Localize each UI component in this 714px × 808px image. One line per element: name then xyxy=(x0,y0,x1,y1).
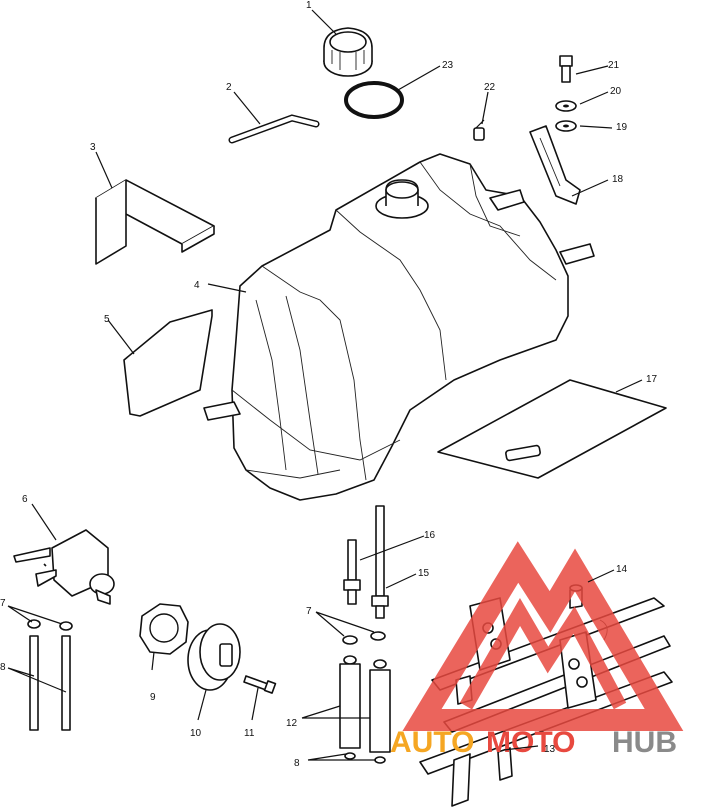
callout-4: 4 xyxy=(194,280,200,291)
screw xyxy=(243,675,277,694)
callout-14: 14 xyxy=(616,564,628,575)
callout-12: 12 xyxy=(286,718,298,729)
tank-side-pad xyxy=(123,309,213,417)
callout-1: 1 xyxy=(306,0,312,11)
fuel-tank xyxy=(203,153,595,501)
lock-ring xyxy=(139,603,189,655)
left-hose-clamps xyxy=(27,619,73,731)
vent-fitting xyxy=(473,119,485,141)
callout-5: 5 xyxy=(104,314,110,325)
callout-20: 20 xyxy=(610,86,622,97)
watermark-text-2: MOTO xyxy=(486,726,575,759)
leader-lines xyxy=(7,9,643,761)
o-ring xyxy=(344,81,404,119)
mounting-bracket xyxy=(529,125,581,205)
callout-21: 21 xyxy=(608,60,620,71)
filter-canister xyxy=(187,623,241,691)
callout-15: 15 xyxy=(418,568,430,579)
spacers-and-clamps xyxy=(339,631,391,764)
callout-8-left: 8 xyxy=(0,662,6,673)
callout-7-left: 7 xyxy=(0,598,6,609)
callout-23: 23 xyxy=(442,60,454,71)
vent-tube xyxy=(228,114,320,144)
bolt-and-washers xyxy=(555,55,577,132)
callout-19: 19 xyxy=(616,122,628,133)
callout-13: 13 xyxy=(544,744,556,755)
fuel-cap xyxy=(323,27,373,77)
fuel-pump xyxy=(13,529,115,605)
long-bolts xyxy=(343,505,389,619)
callout-6: 6 xyxy=(22,494,28,505)
callout-8-middle: 8 xyxy=(294,758,300,769)
callout-2: 2 xyxy=(226,82,232,93)
callout-17: 17 xyxy=(646,374,658,385)
watermark-text-1: AUTO xyxy=(390,726,474,759)
callout-numbers: 1 2 3 4 5 6 7 8 9 10 11 12 13 14 15 16 1… xyxy=(0,0,658,769)
watermark-text-3: HUB xyxy=(612,726,677,759)
heat-shield-pad xyxy=(95,179,215,265)
callout-11: 11 xyxy=(244,728,255,739)
callout-18: 18 xyxy=(612,174,624,185)
callout-16: 16 xyxy=(424,530,436,541)
callout-9: 9 xyxy=(150,692,156,703)
tank-bottom-pad xyxy=(437,379,667,479)
callout-3: 3 xyxy=(90,142,96,153)
watermark-logo: AUTO MOTO HUB xyxy=(390,541,684,759)
callout-10: 10 xyxy=(190,728,202,739)
callout-22: 22 xyxy=(484,82,496,93)
callout-7-middle: 7 xyxy=(306,606,312,617)
